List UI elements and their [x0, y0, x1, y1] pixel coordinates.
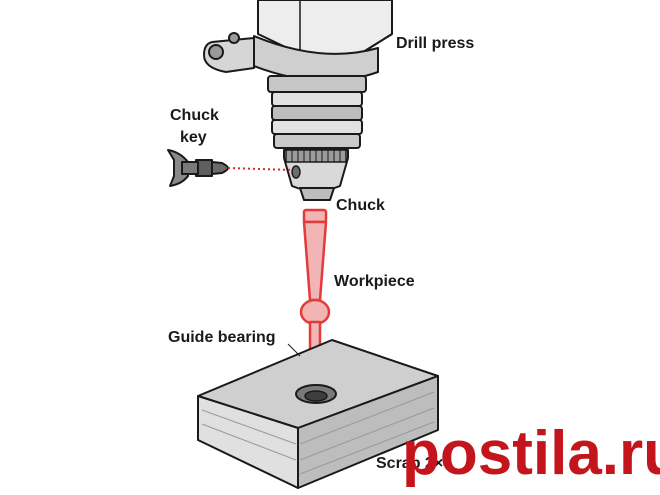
label-chuck-key-line1: Chuck [170, 107, 219, 124]
label-drill-press: Drill press [396, 35, 474, 52]
workpiece [299, 208, 331, 356]
chuck-key [167, 149, 229, 187]
label-scrap: Scrap 2×4 [376, 455, 452, 472]
label-chuck: Chuck [336, 197, 385, 214]
scrap-grain [201, 391, 435, 475]
watermark-text: postila.ru [402, 419, 660, 488]
label-guide-bearing: Guide bearing [168, 329, 276, 346]
drill-press-head [203, 0, 393, 149]
label-chuck-key-line2: key [180, 129, 207, 146]
chuck-knurling [291, 150, 341, 162]
watermark: postila.ru [402, 419, 660, 488]
chuck-key-guide-line [227, 167, 293, 171]
chuck [283, 149, 349, 201]
scrap-block [197, 339, 439, 489]
label-workpiece: Workpiece [334, 273, 415, 290]
guide-bearing-leader [287, 343, 301, 357]
